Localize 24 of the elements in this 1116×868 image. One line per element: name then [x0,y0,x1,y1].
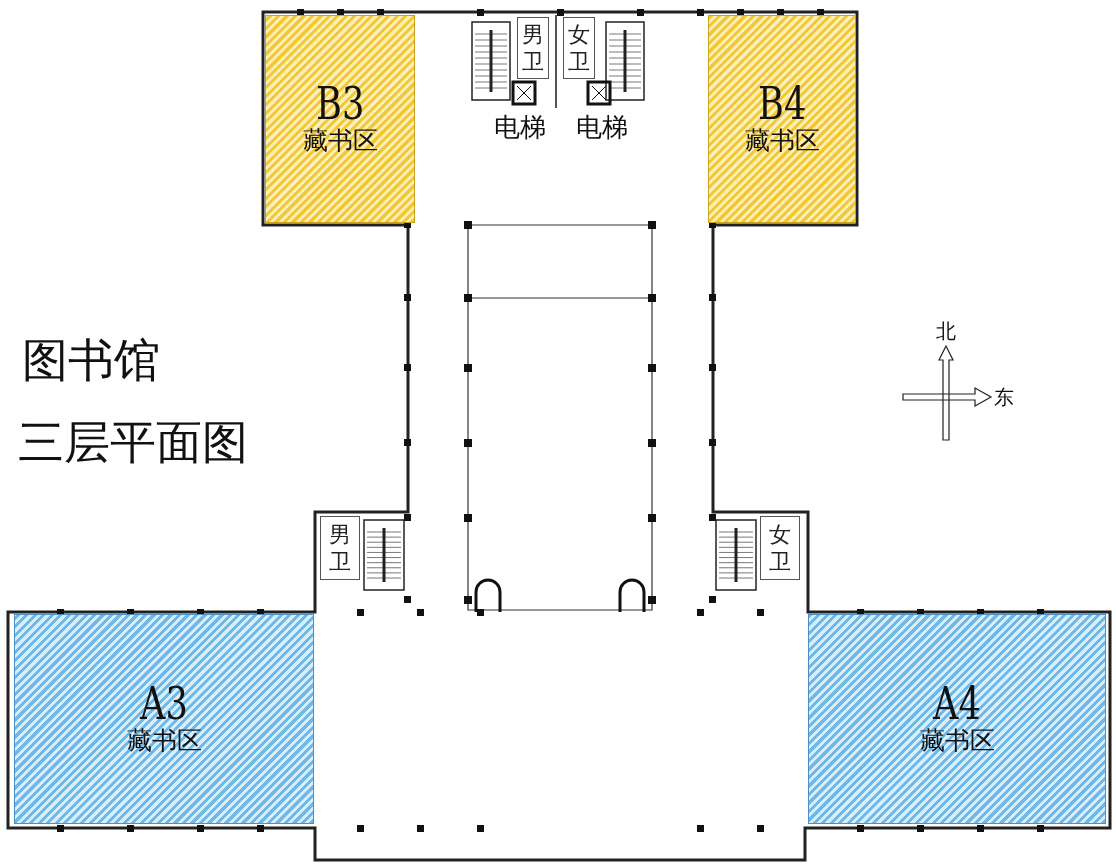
zone-name: 藏书区 [919,726,995,756]
zone-name: 藏书区 [744,126,820,156]
storage-zone [14,614,314,824]
storage-zone [708,15,856,223]
restroom [760,516,800,580]
room-label: 男卫 [328,520,352,576]
zone-name: 藏书区 [126,726,202,756]
plan-title: 图书馆 [22,332,160,389]
zone-name: 藏书区 [302,126,378,156]
storage-zone [265,15,415,223]
room-label: 男卫 [521,20,545,76]
zone-code: A3 [140,682,188,726]
elevator-label: 电梯 [494,111,546,144]
plan-title: 三层平面图 [18,414,248,471]
compass-label: 东 [994,384,1014,411]
zone-code: A4 [933,682,981,726]
room-label: 女卫 [567,20,591,76]
zone-code: B4 [757,82,807,126]
storage-zone [808,614,1106,824]
restroom [320,516,360,580]
elevator-label: 电梯 [576,111,628,144]
zone-code: B3 [315,82,365,126]
room-label: 女卫 [768,520,792,576]
compass-label: 北 [936,318,956,345]
